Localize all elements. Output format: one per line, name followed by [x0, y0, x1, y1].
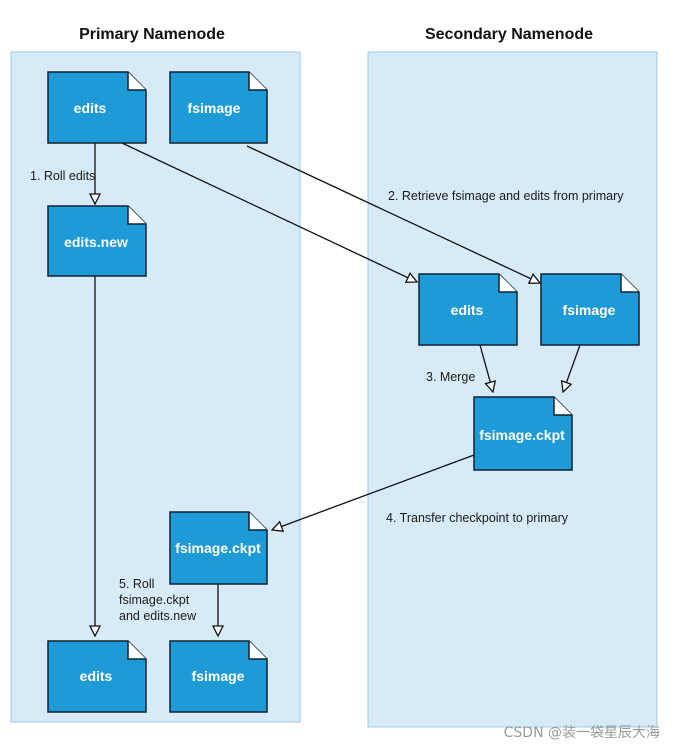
- step5-label-line1: 5. Roll: [119, 577, 154, 591]
- step4-label: 4. Transfer checkpoint to primary: [386, 511, 569, 525]
- doc-secondary-fsimage: fsimage: [540, 273, 640, 346]
- doc-primary-fsimage-label: fsimage: [188, 100, 241, 116]
- doc-primary-edits-final-label: edits: [80, 668, 113, 684]
- doc-secondary-fsimage-ckpt-label: fsimage.ckpt: [479, 427, 565, 443]
- secondary-namenode-title: Secondary Namenode: [425, 26, 593, 43]
- doc-primary-edits: edits: [47, 71, 147, 144]
- retrieve-edits-arrow: [121, 142, 417, 282]
- step5-label-line3: and edits.new: [119, 609, 197, 623]
- step2-label: 2. Retrieve fsimage and edits from prima…: [388, 189, 624, 203]
- merge-fsimage-arrow: [563, 344, 581, 392]
- doc-secondary-fsimage-label: fsimage: [563, 302, 616, 318]
- retrieve-fsimage-arrow: [246, 145, 540, 283]
- secondary-namenode-panel: [367, 51, 658, 728]
- doc-primary-fsimage-final-label: fsimage: [192, 668, 245, 684]
- step1-label: 1. Roll edits: [30, 169, 95, 183]
- doc-secondary-edits: edits: [418, 273, 518, 346]
- doc-primary-edits-new-label: edits.new: [64, 234, 128, 250]
- doc-primary-fsimage-ckpt: fsimage.ckpt: [169, 511, 268, 585]
- doc-primary-edits-new: edits.new: [47, 205, 147, 277]
- step3-label: 3. Merge: [426, 370, 475, 384]
- merge-edits-arrow: [479, 344, 493, 392]
- doc-secondary-edits-label: edits: [451, 302, 484, 318]
- primary-namenode-title: Primary Namenode: [79, 26, 225, 43]
- transfer-checkpoint-arrow: [272, 454, 475, 530]
- doc-primary-edits-label: edits: [74, 100, 107, 116]
- primary-namenode-panel: [10, 51, 301, 723]
- doc-primary-fsimage-final: fsimage: [169, 640, 268, 713]
- watermark-text: CSDN @装一袋星辰大海: [504, 725, 660, 741]
- doc-primary-fsimage-ckpt-label: fsimage.ckpt: [175, 540, 261, 556]
- step5-label-line2: fsimage.ckpt: [119, 593, 190, 607]
- doc-secondary-fsimage-ckpt: fsimage.ckpt: [473, 396, 573, 471]
- doc-primary-fsimage: fsimage: [169, 71, 268, 144]
- doc-primary-edits-final: edits: [47, 640, 147, 713]
